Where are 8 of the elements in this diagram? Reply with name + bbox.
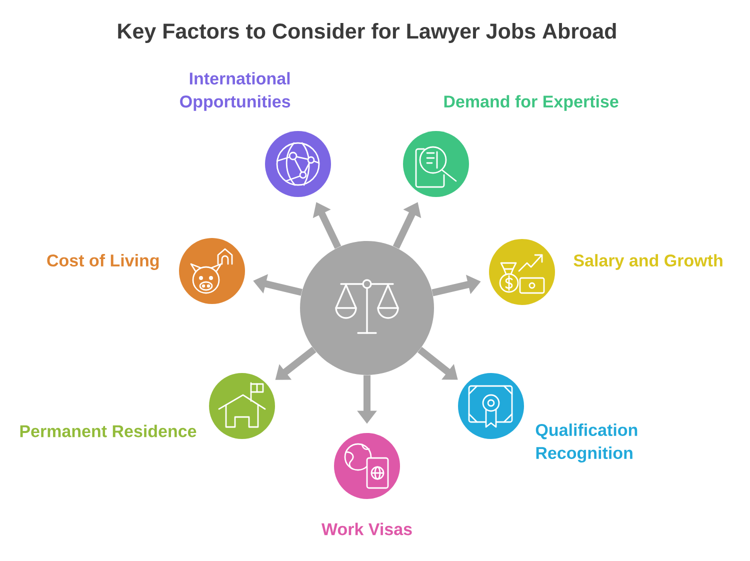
factor-label: International Opportunities bbox=[180, 72, 290, 111]
factor-label: Work Visas bbox=[322, 522, 412, 536]
factor-label: Cost of Living bbox=[47, 254, 159, 270]
title: Key Factors to Consider for Lawyer Jobs Abroad bbox=[118, 22, 616, 44]
factor-label: Salary and Growth bbox=[574, 254, 722, 270]
factor-label: Qualification Recognition bbox=[536, 424, 638, 462]
factor-label: Permanent Residence bbox=[20, 424, 196, 438]
factor-label: Demand for Expertise bbox=[444, 95, 618, 111]
